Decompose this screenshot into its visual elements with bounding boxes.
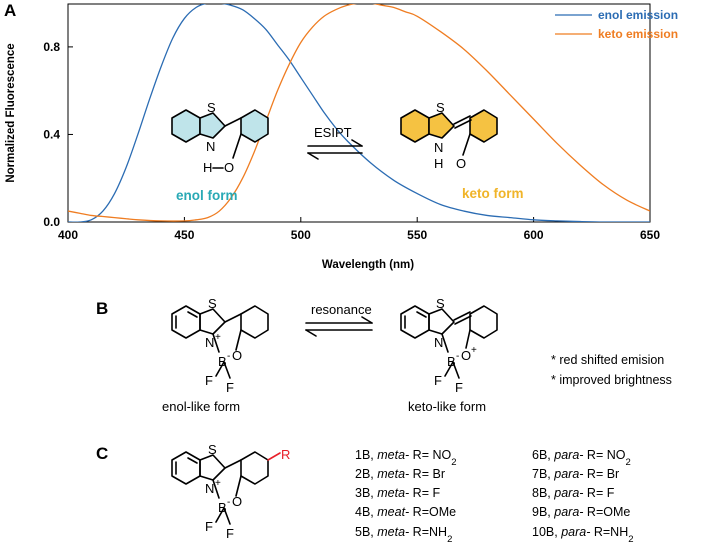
compound-entry: 2B, meta- R= Br: [355, 467, 445, 481]
plot-area: [68, 4, 650, 222]
compound-entry: 9B, para- R=OMe: [532, 505, 630, 519]
keto-atom-o: O: [456, 156, 466, 171]
b-right-b-minus: -: [456, 351, 459, 362]
keto-atom-s: S: [436, 100, 445, 115]
plot-frame: [67, 3, 651, 223]
b-right-o-plus: +: [471, 345, 477, 356]
keto-atom-n: N: [434, 140, 443, 155]
b-right-atom-o: O: [461, 348, 471, 363]
compound-entry: 7B, para- R= Br: [532, 467, 619, 481]
b-right-atom-f1: F: [434, 373, 442, 388]
b-right-atom-f2: F: [455, 380, 463, 395]
b-left-n-plus: +: [215, 332, 221, 343]
compound-entry: 10B, para- R=NH2: [532, 525, 634, 545]
enol-structure: S N H O enol form: [171, 100, 269, 203]
y-tick-label: 0.8: [43, 40, 60, 54]
emission-chart: 400 450 500 550 600 650 0.0 0.4 0.8 Wavelength …: [5, 3, 678, 271]
compound-entry: 1B, meta- R= NO2: [355, 448, 457, 468]
enol-atom-s: S: [207, 100, 216, 115]
x-tick-label: 450: [174, 228, 194, 242]
note-brightness: * improved brightness: [551, 373, 672, 387]
c-atom-f1: F: [205, 519, 213, 534]
legend: enol emission keto emission: [555, 8, 678, 41]
b-left-atom-n: N: [205, 335, 214, 350]
compound-entry: 5B, meta- R=NH2: [355, 525, 452, 545]
panel-label-b: B: [96, 299, 108, 318]
c-n-plus: +: [215, 478, 221, 489]
keto-atom-h: H: [434, 156, 443, 171]
compound-entry: 3B, meta- R= F: [355, 486, 440, 500]
resonance-label: resonance: [311, 302, 372, 317]
keto-like-structure: S N B - O + F F: [400, 296, 498, 395]
keto-form-label: keto form: [462, 186, 524, 201]
x-tick-label: 600: [524, 228, 544, 242]
esipt-label: ESIPT: [314, 125, 352, 140]
c-b-minus: -: [227, 497, 230, 508]
enol-like-structure: S N + B - O F F: [171, 296, 269, 395]
keto-structure: S N H O keto form: [400, 100, 524, 201]
enol-atom-o: O: [224, 160, 234, 175]
b-right-atom-s: S: [436, 296, 445, 311]
esipt-arrows: ESIPT: [307, 125, 363, 160]
b-left-atom-o: O: [232, 348, 242, 363]
r-substituent-bond: [267, 452, 281, 461]
c-atom-o: O: [232, 494, 242, 509]
c-atom-n: N: [205, 481, 214, 496]
compound-entry: 4B, meat- R=OMe: [355, 505, 456, 519]
y-axis-ticks: 0.0 0.4 0.8: [43, 40, 73, 229]
b-right-atom-b: B: [447, 354, 456, 369]
b-left-atom-f2: F: [226, 380, 234, 395]
series-keto-emission-line: [68, 4, 650, 222]
enol-form-label: enol form: [176, 188, 238, 203]
x-axis-ticks: 400 450 500 550 600 650: [58, 217, 660, 242]
c-atom-f2: F: [226, 526, 234, 541]
x-axis-label: Wavelength (nm): [322, 259, 414, 271]
compound-entry: 8B, para- R= F: [532, 486, 615, 500]
y-axis-label: Normalized Fluorescence: [5, 43, 17, 182]
b-left-atom-f1: F: [205, 373, 213, 388]
x-tick-label: 550: [407, 228, 427, 242]
panel-label-c: C: [96, 444, 108, 463]
series-enol-emission-line: [68, 4, 650, 222]
b-left-b-minus: -: [227, 351, 230, 362]
enol-atom-h: H: [203, 160, 212, 175]
y-tick-label: 0.4: [43, 127, 60, 141]
x-tick-label: 650: [640, 228, 660, 242]
panel-label-a: A: [4, 1, 16, 20]
b-left-atom-s: S: [208, 296, 217, 311]
enol-atom-n: N: [206, 139, 215, 154]
b-left-atom-b: B: [218, 354, 227, 369]
resonance-arrows: resonance: [305, 302, 373, 337]
c-atom-r: R: [281, 447, 290, 462]
legend-label-keto: keto emission: [598, 27, 678, 41]
bf2-complex-structure: R S N + B - O F F: [171, 442, 290, 541]
b-right-atom-n: N: [434, 335, 443, 350]
c-atom-s: S: [208, 442, 217, 457]
legend-label-enol: enol emission: [598, 8, 678, 22]
c-atom-b: B: [218, 500, 227, 515]
x-tick-label: 500: [291, 228, 311, 242]
enol-like-caption: enol-like form: [162, 399, 240, 414]
compound-entry: 6B, para- R= NO2: [532, 448, 631, 468]
note-red-shift: * red shifted emision: [551, 353, 664, 367]
y-tick-label: 0.0: [43, 215, 60, 229]
keto-like-caption: keto-like form: [408, 399, 486, 414]
x-tick-label: 400: [58, 228, 78, 242]
